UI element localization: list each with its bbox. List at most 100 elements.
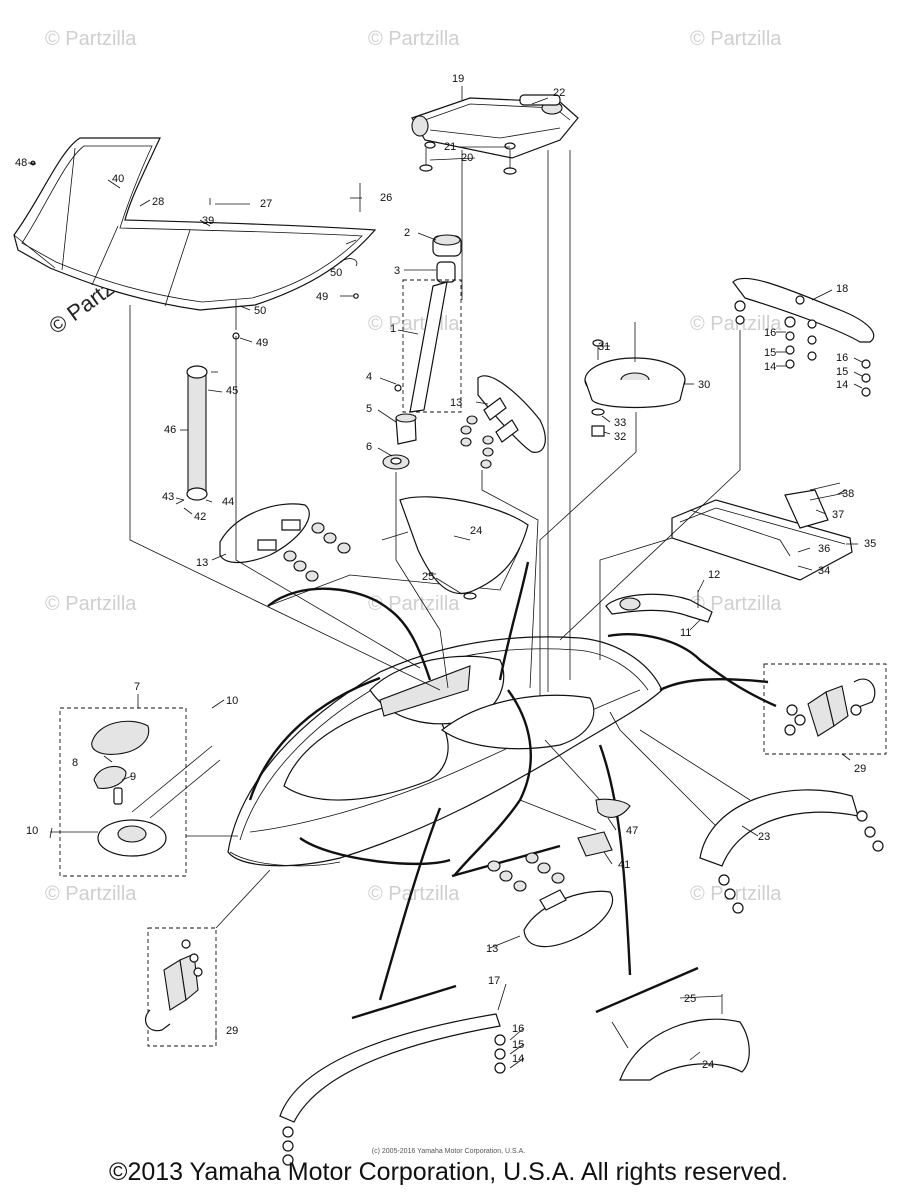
callout-11: 11 — [680, 627, 691, 639]
callout-14-lower: 14 — [512, 1053, 524, 1065]
grab-handle-upper — [460, 375, 546, 469]
callout-46: 46 — [164, 424, 176, 436]
cleat-assembly-right — [763, 663, 887, 755]
callout-25-upper: 25 — [422, 571, 434, 583]
callout-29-left: 29 — [226, 1025, 238, 1037]
callout-8: 8 — [72, 757, 78, 769]
callout-28: 28 — [152, 196, 164, 208]
cushion-24-upper — [381, 496, 529, 600]
rail-17 — [279, 1013, 506, 1166]
callout-38: 38 — [842, 488, 854, 500]
callout-49-upper: 49 — [316, 291, 328, 303]
cleat-assembly-left — [145, 927, 217, 1047]
grab-handle-lower — [487, 852, 614, 948]
callout-14-upper-right: 14 — [836, 379, 848, 391]
callout-16-upper-right: 16 — [836, 352, 848, 364]
callout-40: 40 — [112, 173, 124, 185]
callout-41: 41 — [618, 859, 630, 871]
watermark: © Partzilla — [690, 313, 782, 335]
callout-10-upper: 10 — [226, 695, 238, 707]
callout-37: 37 — [832, 509, 844, 521]
callout-4: 4 — [366, 371, 372, 383]
callout-labels: 19 22 21 20 48 40 28 27 26 39 2 3 50 49 … — [15, 73, 876, 1071]
handle-46 — [175, 365, 218, 505]
callout-10-lower: 10 — [26, 825, 38, 837]
callout-20: 20 — [461, 152, 473, 164]
callout-15-upper-right: 15 — [836, 366, 848, 378]
tower-mount — [411, 94, 579, 175]
callout-32: 32 — [614, 431, 626, 443]
part-47 — [595, 798, 631, 818]
watermark: © Partzilla — [690, 28, 782, 50]
callout-6: 6 — [366, 441, 372, 453]
callout-50-upper: 50 — [330, 267, 342, 279]
watermark: © Partzilla — [690, 593, 782, 615]
callout-17: 17 — [488, 975, 500, 987]
helm-base — [584, 322, 686, 437]
copyright-footer: ©2013 Yamaha Motor Corporation, U.S.A. A… — [109, 1158, 788, 1186]
callout-9: 9 — [130, 771, 136, 783]
callout-23: 23 — [758, 831, 770, 843]
callout-36: 36 — [818, 543, 830, 555]
grab-handle-left — [219, 503, 351, 582]
callout-2: 2 — [404, 227, 410, 239]
windshield — [13, 137, 377, 311]
callout-19: 19 — [452, 73, 464, 85]
callout-44: 44 — [222, 496, 234, 508]
callout-16-upper-left: 16 — [764, 327, 776, 339]
callout-49-lower: 49 — [256, 337, 268, 349]
callout-43: 43 — [162, 491, 174, 503]
callout-39: 39 — [202, 215, 214, 227]
tow-eye-11 — [605, 590, 713, 623]
callout-24-lower: 24 — [702, 1059, 714, 1071]
callout-21: 21 — [444, 141, 456, 153]
callout-13-left: 13 — [196, 557, 208, 569]
callout-1: 1 — [390, 323, 396, 335]
callout-27: 27 — [260, 198, 272, 210]
callout-26: 26 — [380, 192, 392, 204]
callout-18: 18 — [836, 283, 848, 295]
callout-29-right: 29 — [854, 763, 866, 775]
boat-hull — [227, 636, 663, 867]
callout-16-lower: 16 — [512, 1023, 524, 1035]
callout-47: 47 — [626, 825, 638, 837]
bow-light-assembly — [50, 707, 238, 877]
watermark: © Partzilla — [45, 593, 137, 615]
callout-leaders — [30, 86, 863, 1069]
callout-22: 22 — [553, 87, 565, 99]
callout-48: 48 — [15, 157, 27, 169]
callout-50-lower: 50 — [254, 305, 266, 317]
callout-5: 5 — [366, 403, 372, 415]
callout-33: 33 — [614, 417, 626, 429]
callout-3: 3 — [394, 265, 400, 277]
rail-23 — [699, 789, 884, 914]
leader-lines — [129, 150, 751, 831]
watermark: © Partzilla — [45, 28, 137, 50]
callout-25-lower: 25 — [684, 993, 696, 1005]
callout-24-upper: 24 — [470, 525, 482, 537]
watermark: © Partzilla — [45, 883, 137, 905]
watermark: © Partzilla — [368, 313, 460, 335]
callout-12: 12 — [708, 569, 720, 581]
callout-13-lower: 13 — [486, 943, 498, 955]
watermark: © Partzilla — [690, 883, 782, 905]
callout-42: 42 — [194, 511, 206, 523]
callout-35: 35 — [864, 538, 876, 550]
callout-34: 34 — [818, 565, 830, 577]
callout-14-upper-left: 14 — [764, 361, 776, 373]
callout-31: 31 — [598, 341, 610, 353]
steering-column — [382, 234, 462, 470]
part-41 — [577, 831, 613, 857]
watermark: © Partzilla — [368, 883, 460, 905]
callout-7: 7 — [134, 681, 140, 693]
callout-15-upper-left: 15 — [764, 347, 776, 359]
callout-15-lower: 15 — [512, 1039, 524, 1051]
bracket-assembly — [671, 482, 853, 581]
grab-rail-18 — [732, 277, 875, 397]
watermark: © Partzilla — [368, 28, 460, 50]
callout-13-upper: 13 — [450, 397, 462, 409]
callout-30: 30 — [698, 379, 710, 391]
callout-45: 45 — [226, 385, 238, 397]
small-credit: (c) 2005-2016 Yamaha Motor Corporation, … — [371, 1148, 526, 1155]
